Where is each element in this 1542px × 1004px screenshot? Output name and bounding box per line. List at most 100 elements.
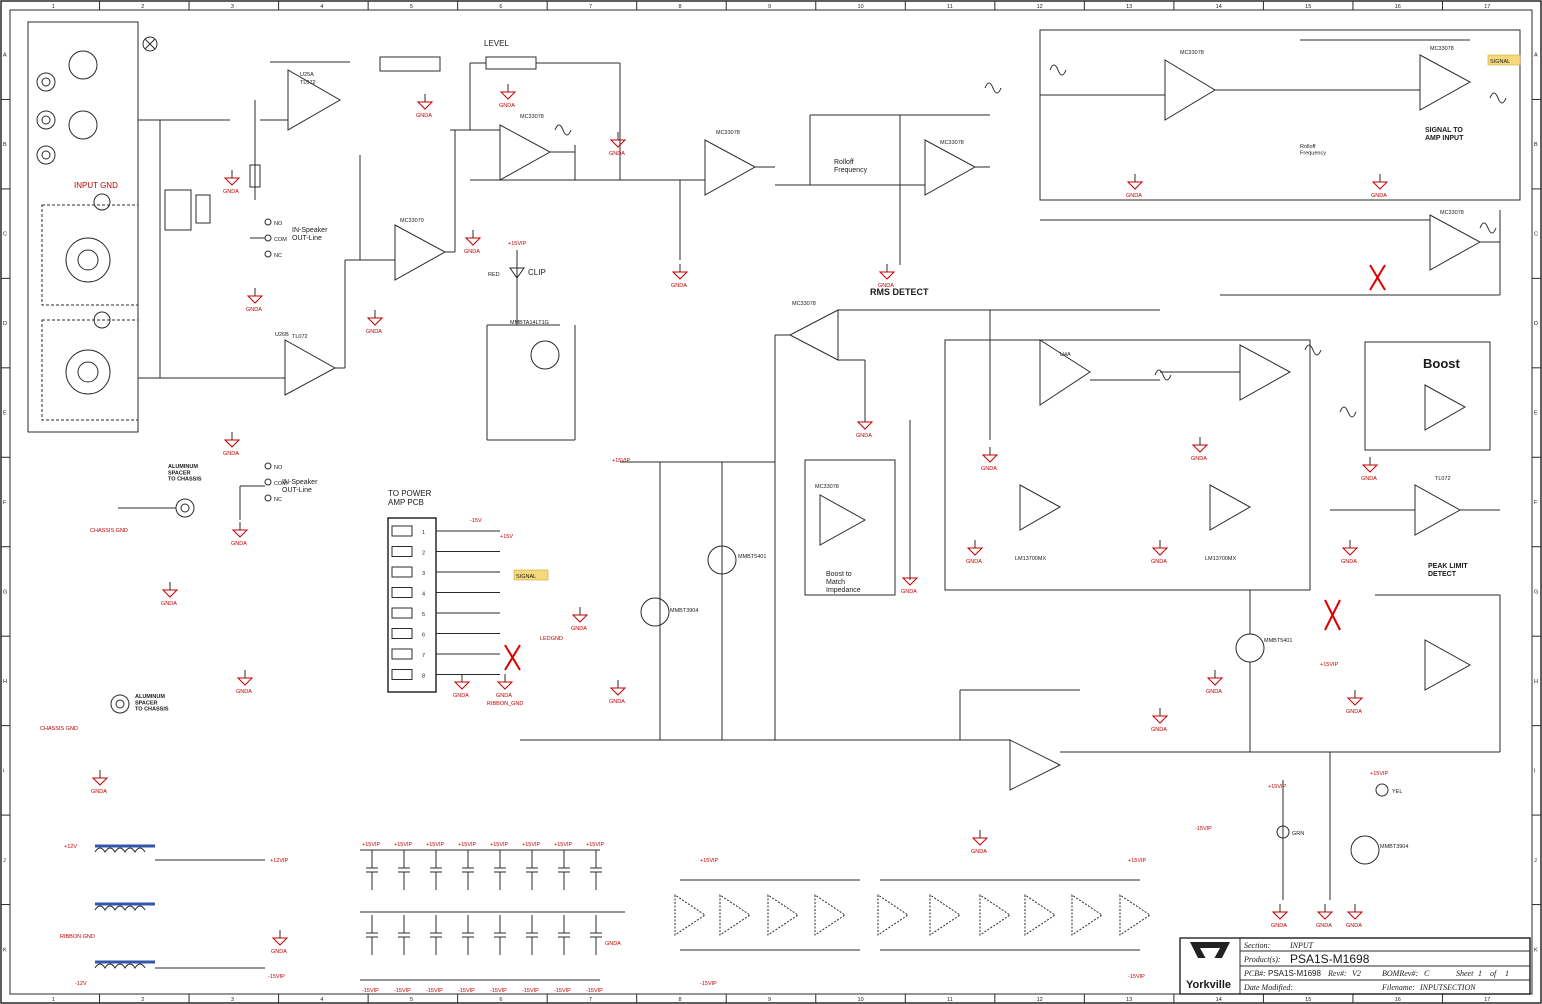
svg-text:COM: COM [274, 237, 287, 243]
opamp-u1a-right: MC33078 [1040, 210, 1501, 296]
connector-pin [391, 669, 413, 680]
opamp-u25a: U25A TL072 [249, 61, 350, 200]
sine-wave-icon [1154, 369, 1172, 381]
svg-text:MC33078: MC33078 [792, 301, 816, 307]
border-row-label: J [1534, 858, 1537, 864]
tb-product: PSA1S-M1698 [1290, 952, 1370, 966]
svg-text:GNDA: GNDA [971, 849, 987, 855]
yorkville-logo: Yorkville [1186, 979, 1231, 991]
boost-section: Boost [1364, 341, 1491, 451]
ground-symbol: GNDA [246, 288, 264, 313]
svg-text:GNDA: GNDA [499, 103, 515, 109]
svg-text:MC33078: MC33078 [1440, 210, 1464, 216]
ground-symbol: GNDA [271, 930, 289, 955]
border-col-label: 5 [410, 997, 413, 1003]
border-col-label: 8 [678, 997, 681, 1003]
q7-part: MMBT3904 [1380, 844, 1408, 850]
tb-rev: V2 [1352, 969, 1361, 978]
border-col-label: 15 [1305, 4, 1311, 10]
capacitor: +15VIP [554, 842, 573, 890]
ground-symbol: GNDA [878, 264, 896, 289]
border-col-label: 17 [1484, 997, 1490, 1003]
ground-symbol: GNDA [971, 830, 989, 855]
chassis-gnd-1: CHASSIS GND [90, 528, 128, 534]
connector-pin [391, 628, 413, 639]
opamp-power-unit [1024, 894, 1056, 936]
rail-ledgnd: LEDGND [540, 636, 563, 642]
opamp-u6a: MC33078 [470, 62, 621, 181]
border-col-label: 7 [589, 997, 592, 1003]
border-row-label: I [3, 768, 5, 774]
svg-text:GNDA: GNDA [1191, 456, 1207, 462]
svg-text:GNDA: GNDA [223, 451, 239, 457]
svg-text:U25A: U25A [300, 72, 314, 78]
svg-text:GNDA: GNDA [236, 689, 252, 695]
capacitor: +15VIP [394, 842, 413, 890]
border-row-label: H [3, 679, 7, 685]
border-row-label: B [3, 142, 7, 148]
capacitor: -15VIP [490, 915, 507, 994]
svg-text:MC33078: MC33078 [940, 140, 964, 146]
svg-text:+15VIP: +15VIP [586, 842, 605, 848]
level-potentiometer: LEVEL [379, 39, 590, 131]
svg-text:MC33078: MC33078 [716, 130, 740, 136]
rail-opamp-m15b: -15VIP [1128, 974, 1145, 980]
border-row-label: D [3, 321, 7, 327]
svg-text:GNDA: GNDA [1341, 559, 1357, 565]
border-row-label: C [3, 232, 7, 238]
rail-peak-p15: +15VIP [1320, 662, 1339, 668]
ground-symbol: GNDA [1191, 437, 1209, 462]
svg-text:-15VIP: -15VIP [394, 988, 411, 994]
tb-of-label: of [1490, 969, 1498, 978]
border-row-label: F [3, 500, 7, 506]
input-gnd-label: INPUT GND [74, 181, 118, 190]
clip-transistor: MMBTA14LT1G [510, 320, 549, 326]
capacitor: -15VIP [362, 915, 379, 994]
ground-symbol: GNDA [1151, 540, 1169, 565]
connector-pin-number: 6 [422, 633, 425, 639]
svg-text:-15VIP: -15VIP [554, 988, 571, 994]
border-row-label: J [3, 858, 6, 864]
connector-pin-number: 4 [422, 592, 425, 598]
border-col-label: 14 [1216, 4, 1222, 10]
ribbon-gnd-1: RIBBON_GND [487, 701, 523, 707]
ground-symbol: GNDA [1346, 690, 1364, 715]
svg-text:GNDA: GNDA [1126, 193, 1142, 199]
ground-symbol: GNDA [223, 432, 241, 457]
svg-text:GNDA: GNDA [1371, 193, 1387, 199]
ground-symbol: GNDA [901, 570, 919, 595]
tb-pcb-label: PCB#: [1243, 969, 1266, 978]
svg-text:-15VIP: -15VIP [458, 988, 475, 994]
sine-wave-icon [554, 124, 572, 136]
svg-text:GNDA: GNDA [1206, 689, 1222, 695]
svg-text:GNDA: GNDA [496, 693, 512, 699]
svg-text:+15VIP: +15VIP [426, 842, 445, 848]
border-col-label: 17 [1484, 4, 1490, 10]
opamp-u26b: U26B TL072 [230, 260, 346, 396]
svg-text:GNDA: GNDA [91, 789, 107, 795]
tb-file: INPUTSECTION [1419, 983, 1476, 992]
border-col-label: 14 [1216, 997, 1222, 1003]
q3-part: MMBT5401 [738, 554, 766, 560]
capacitor: -15VIP [586, 915, 603, 994]
sine-wave-icon [1049, 64, 1067, 76]
ground-symbol: GNDA [453, 674, 471, 699]
tb-section-label: Section: [1244, 941, 1271, 950]
signal-tag-output: SIGNAL [1490, 59, 1510, 65]
capacitor: +15VIP [458, 842, 477, 890]
capacitor: -15VIP [522, 915, 539, 994]
ground-symbol: GNDA [1346, 904, 1364, 929]
clip-indicator: CLIP RED MMBTA14LT1G [486, 250, 576, 441]
border-row-label: K [1534, 947, 1538, 953]
border-row-label: B [1534, 142, 1538, 148]
sine-wave-icon [1489, 92, 1507, 104]
svg-text:GNDA: GNDA [1316, 923, 1332, 929]
svg-text:U4A: U4A [1060, 352, 1071, 358]
rail-labels: +15VIP +15VIP -15V +15V LEDGND RIBBON_GN… [268, 241, 1389, 987]
